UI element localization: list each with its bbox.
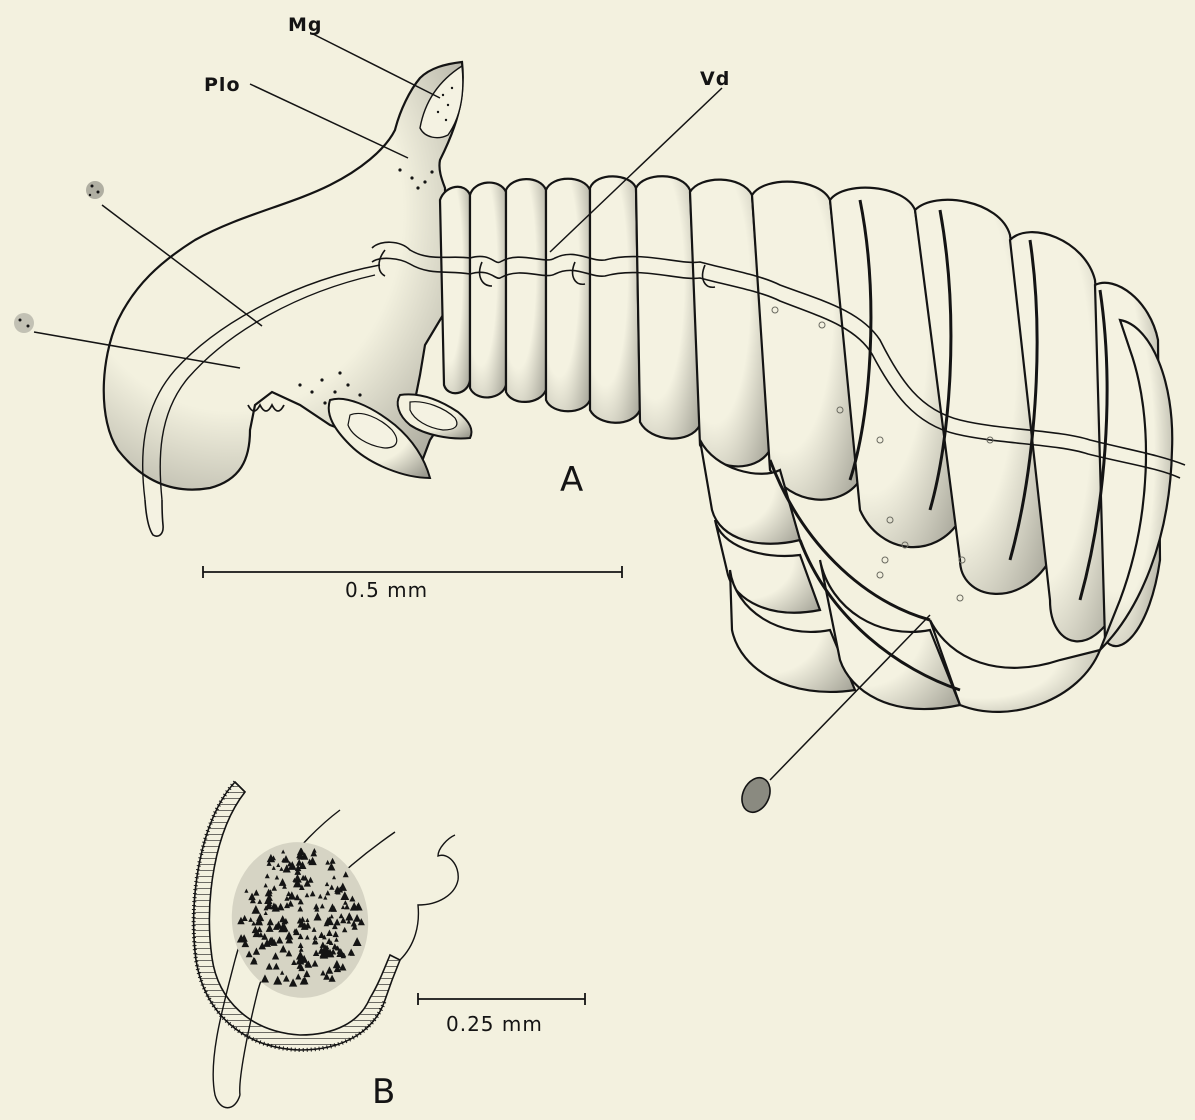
segment-2 [470, 183, 506, 398]
scale-label-b: 0.25 mm [446, 1012, 543, 1036]
scale-bar-a [203, 566, 622, 578]
specimen-a-anterior [104, 62, 472, 536]
panel-label-a: A [560, 460, 583, 500]
stipple-blob-2 [14, 313, 34, 333]
scale-bar-b [418, 993, 585, 1005]
label-mg: Mg [288, 14, 323, 36]
tail-tube [145, 500, 163, 536]
label-plo: Plo [204, 74, 241, 96]
leader-mg [313, 34, 440, 98]
leader-plo [250, 84, 408, 158]
stipple-blob-1 [86, 181, 104, 199]
scale-label-a: 0.5 mm [345, 578, 428, 602]
segment-4 [546, 179, 590, 412]
b-right-lobe [400, 835, 458, 960]
panel-label-b: B [372, 1072, 395, 1112]
label-vd: Vd [700, 68, 730, 90]
segment-1 [440, 187, 470, 393]
specimen-b [194, 782, 459, 1108]
segment-3 [506, 179, 546, 402]
egg-cell [737, 773, 776, 817]
specimen-a-segments [440, 176, 1172, 712]
segment-5 [590, 176, 640, 422]
